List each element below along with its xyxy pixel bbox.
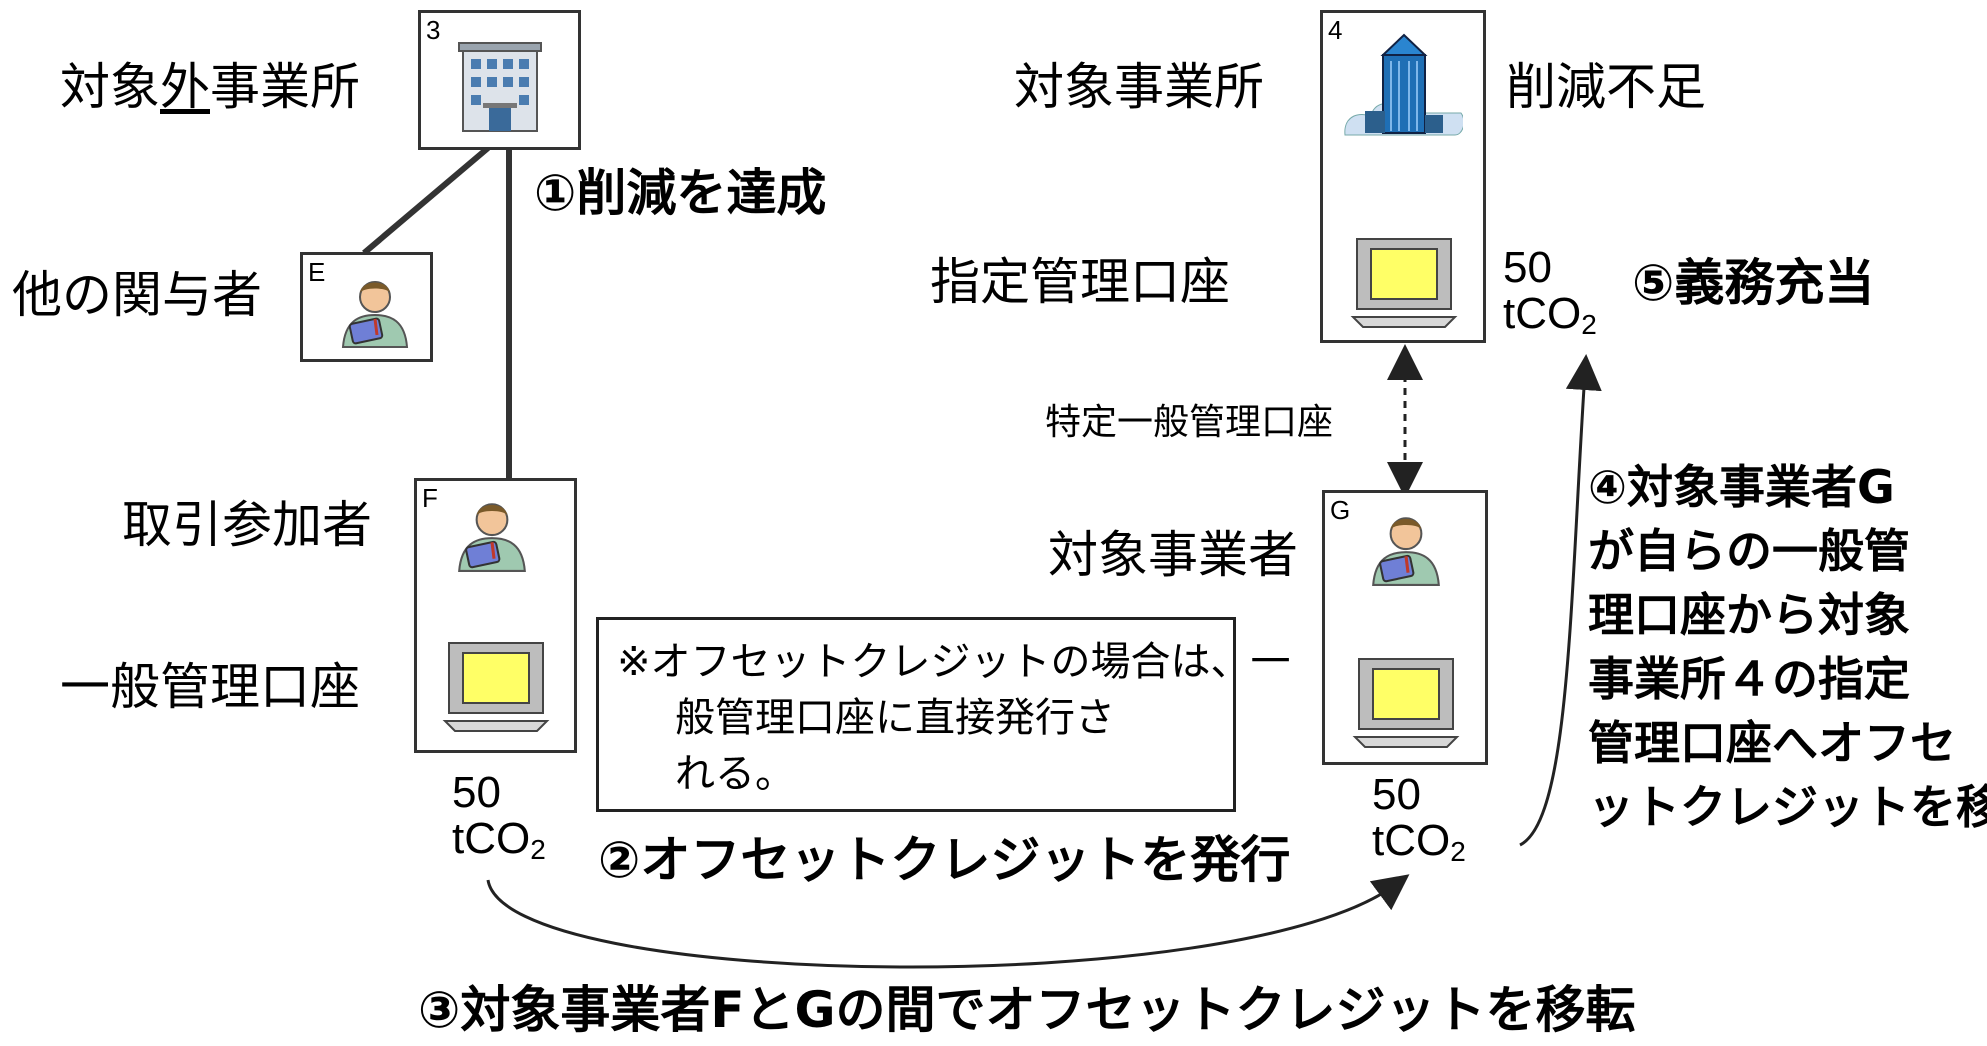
box-3-non-target-site: 3: [418, 10, 581, 150]
box-id: 3: [426, 15, 441, 45]
quantity-unit: tCO2: [1372, 816, 1466, 868]
quantity-value: 50: [1503, 243, 1552, 292]
label-target-site: 対象事業所: [1014, 58, 1264, 116]
note-line-3: れる。: [675, 751, 795, 797]
box-G-target-operator: G: [1322, 490, 1488, 765]
box-id: F: [422, 483, 438, 513]
step-5-obligation-fulfilled: ⑤義務充当: [1632, 254, 1875, 312]
person-with-tablet-icon: [341, 281, 409, 348]
quantity-G: 50 tCO2: [1372, 772, 1466, 875]
label-specific-general-account: 特定一般管理口座: [1045, 402, 1334, 443]
box-F-trading-participant: F: [414, 478, 577, 753]
quantity-box4: 50 tCO2: [1503, 245, 1597, 348]
label-general-account: 一般管理口座: [60, 658, 360, 716]
step-4-transfer-to-designated: ④対象事業者G が自らの一般管 理口座から対象 事業所４の指定 管理口座へオフセ…: [1588, 460, 1987, 834]
box-E-other-party: E: [300, 252, 433, 362]
quantity-value: 50: [1372, 770, 1421, 819]
note-line-2: 般管理口座に直接発行さ: [675, 695, 1115, 741]
box-id: E: [308, 257, 326, 287]
label-other-party: 他の関与者: [12, 266, 262, 324]
transfer-arrow-F-to-G: [486, 874, 1410, 969]
computer-monitor-icon: [1352, 658, 1460, 748]
label-trading-participant: 取引参加者: [122, 496, 372, 554]
box-id: 4: [1328, 15, 1343, 45]
quantity-value: 50: [452, 768, 501, 817]
label-non-target-site: 対象外事業所: [60, 58, 360, 116]
computer-monitor-icon: [442, 642, 550, 732]
connector-3-to-E: [362, 145, 490, 256]
box-4-target-site: 4: [1320, 10, 1486, 343]
step-2-issue-credit: ②オフセットクレジットを発行: [598, 831, 1291, 889]
underlined-outside: 外: [160, 58, 210, 116]
label-designated-account: 指定管理口座: [930, 253, 1230, 311]
person-with-tablet-icon: [1372, 517, 1440, 586]
office-tower-icon: [1344, 33, 1463, 136]
note-line-1: ※オフセットクレジットの場合は、一: [617, 639, 1291, 685]
transfer-arrow-G-to-4: [1519, 354, 1602, 847]
quantity-F: 50 tCO2: [452, 770, 546, 873]
person-with-tablet-icon: [458, 503, 526, 572]
label-target-operator: 対象事業者: [1048, 526, 1298, 584]
quantity-unit: tCO2: [452, 814, 546, 866]
note-offset-credit: ※オフセットクレジットの場合は、一 般管理口座に直接発行さ れる。: [596, 617, 1291, 812]
step-1-reduction-achieved: ①削減を達成: [534, 164, 827, 222]
building-icon: [458, 42, 542, 132]
box-id: G: [1330, 495, 1351, 525]
computer-monitor-icon: [1350, 238, 1458, 328]
quantity-unit: tCO2: [1503, 289, 1597, 341]
step-3-transfer-F-G: ③対象事業者FとGの間でオフセットクレジットを移転: [418, 981, 1636, 1039]
label-insufficient-reduction: 削減不足: [1506, 58, 1706, 116]
